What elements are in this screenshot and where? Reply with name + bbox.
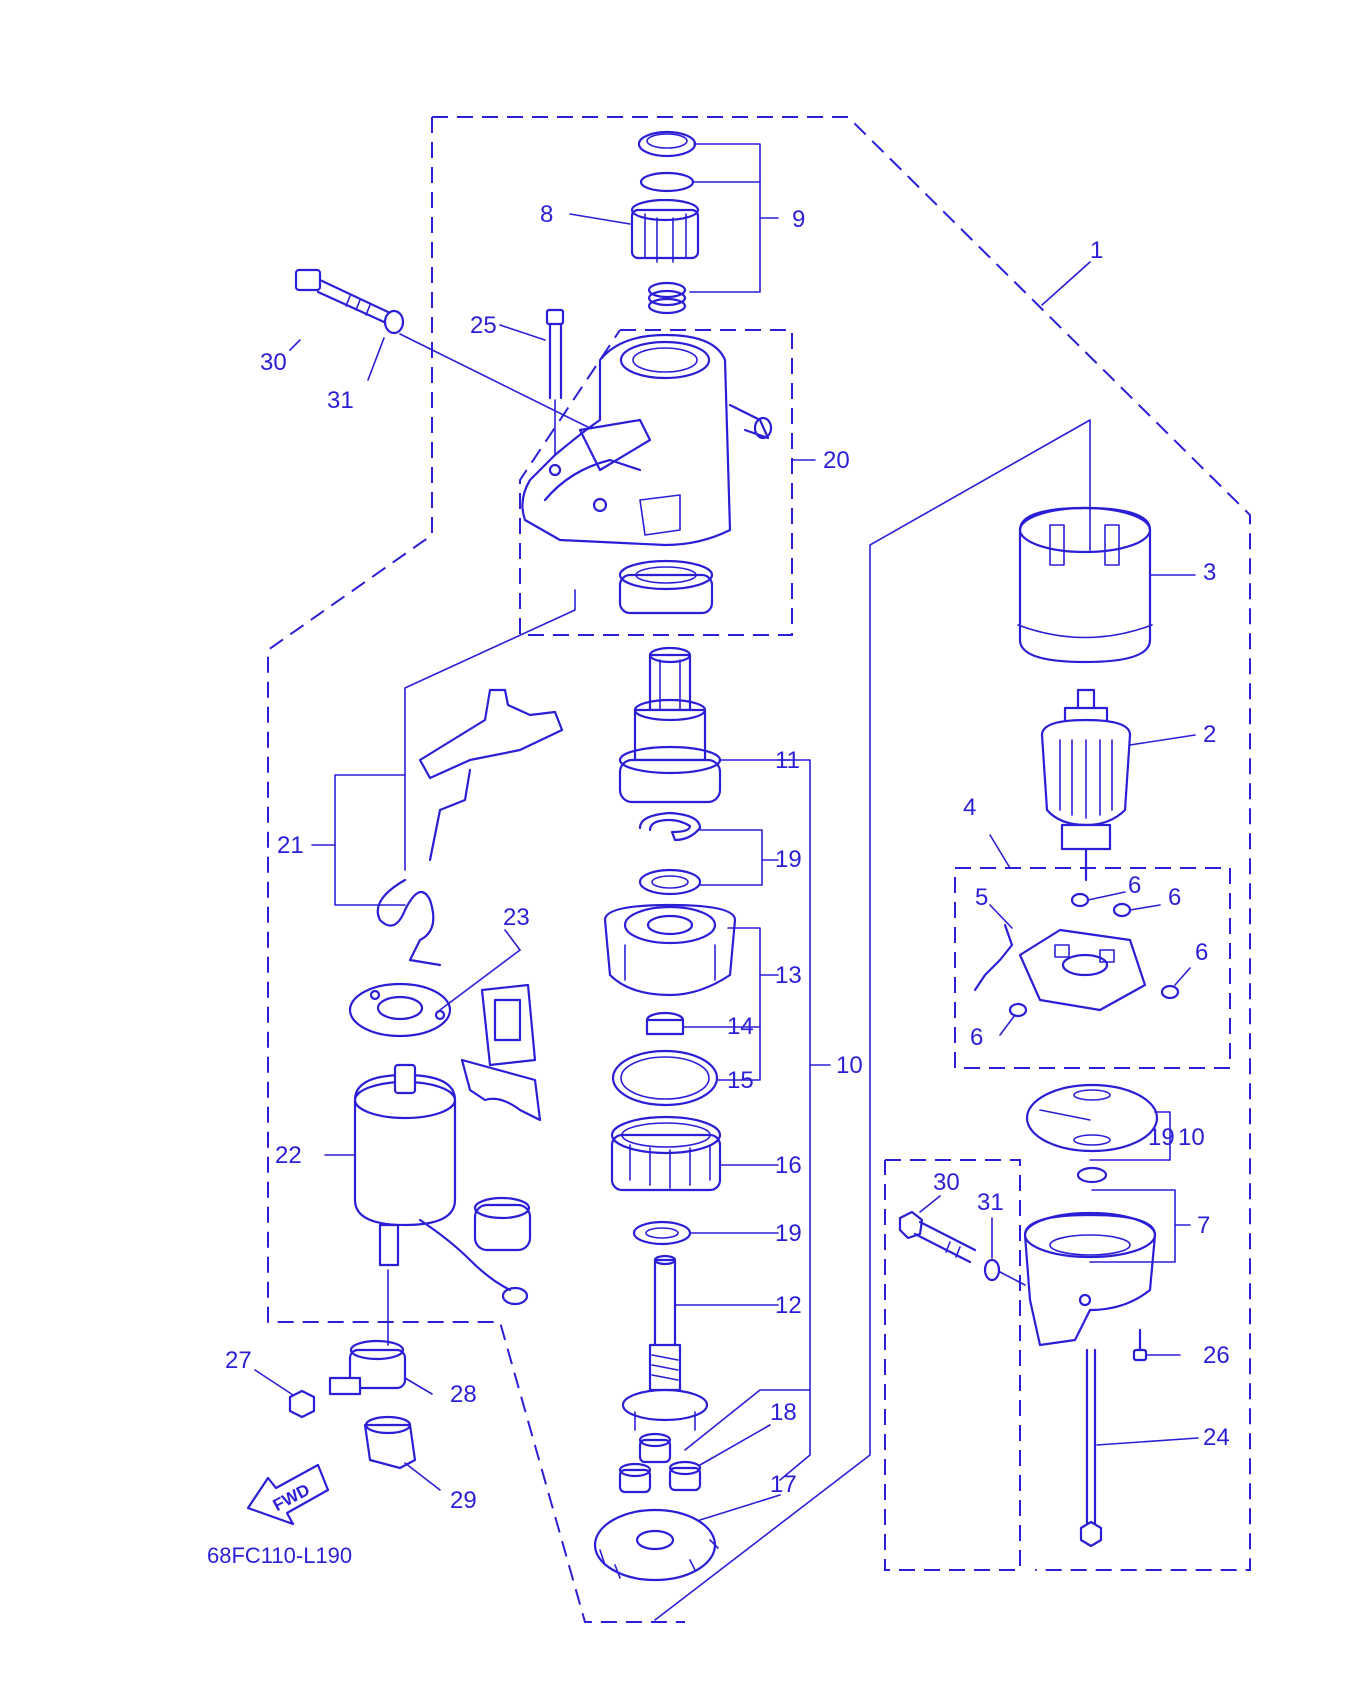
brush-lead-5 [973,923,1014,992]
callout-27: 27 [225,1347,252,1374]
seal-ring-9b [639,171,695,193]
shift-lever-21 [418,688,564,862]
callout-9: 9 [792,206,805,233]
callout-31a: 31 [327,387,354,414]
callout-31b: 31 [977,1189,1004,1216]
assembly-10-boundary-left [267,117,685,1623]
return-spring-21 [376,878,442,967]
planet-gears-18 [618,1432,702,1494]
callout-26: 26 [1203,1342,1230,1369]
internal-gear-16 [610,1115,722,1192]
callout-22: 22 [275,1142,302,1169]
callout-20: 20 [823,447,850,474]
callout-17: 17 [770,1471,797,1498]
group-10-outline [654,419,1091,1621]
brush-holder-4 [1018,928,1147,1012]
spring-9 [647,281,687,315]
subassembly-4-box [954,867,1231,1069]
callout-19b: 19 [775,1220,802,1247]
callout-13: 13 [775,962,802,989]
circlip-19a [638,811,702,842]
callout-4: 4 [963,794,976,821]
nut-27 [288,1389,316,1419]
fwd-arrow-icon: FWD [246,1463,330,1526]
callout-2: 2 [1203,721,1216,748]
callout-1: 1 [1090,237,1103,264]
callout-5: 5 [975,884,988,911]
callout-6d: 6 [970,1024,983,1051]
callout-28: 28 [450,1381,477,1408]
bracket-23 [460,983,542,1122]
callout-19-right: 19 [1148,1124,1175,1151]
callout-3: 3 [1203,559,1216,586]
bolt-30-right [898,1210,977,1264]
callout-24: 24 [1203,1424,1230,1451]
planet-shaft-12 [621,1254,709,1431]
callout-30a: 30 [260,349,287,376]
clutch-housing-13 [603,903,737,997]
rear-cover-7 [1023,1211,1157,1347]
callout-21: 21 [277,832,304,859]
callout-29: 29 [450,1487,477,1514]
callout-6a: 6 [1128,872,1141,899]
callout-23: 23 [503,904,530,931]
boot-29 [363,1415,417,1470]
subassembly-7-box [884,1159,1021,1571]
armature-2 [1040,688,1132,882]
callout-12: 12 [775,1292,802,1319]
callout-8: 8 [540,201,553,228]
callout-11: 11 [775,747,800,774]
pinion-gear-8 [630,198,700,263]
assembly-1-boundary [432,116,1251,1571]
brush-6c [1160,984,1180,1000]
solenoid-22 [353,1063,529,1306]
through-bolt-24 [1079,1348,1103,1548]
washer-7 [1076,1166,1108,1184]
end-plate-17 [593,1508,719,1582]
front-housing-20 [521,333,773,547]
shaft-11 [618,646,722,804]
callout-15: 15 [727,1067,754,1094]
screw-26 [1132,1328,1148,1362]
ring-gear-15 [611,1049,719,1107]
sleeve-22 [473,1196,532,1252]
callout-14: 14 [727,1013,754,1040]
bolt-25 [545,308,565,400]
terminal-28 [328,1339,407,1396]
diagram-code: 68FC110-L190 [207,1543,352,1568]
callout-7: 7 [1197,1212,1210,1239]
callout-16: 16 [775,1152,802,1179]
plate-23 [348,982,452,1038]
brush-6a [1070,892,1090,908]
callout-6c: 6 [1195,939,1208,966]
brush-6b [1112,902,1132,918]
bolt-30-top [294,268,390,324]
washer-31-top [383,309,405,335]
bearing-20 [618,559,714,615]
seal-ring-9a [637,130,697,158]
subassembly-20-box [519,329,793,636]
washer-19b [638,868,702,896]
callout-25: 25 [470,312,497,339]
yoke-3 [1017,506,1153,664]
callout-18: 18 [770,1399,797,1426]
callout-30b: 30 [933,1169,960,1196]
callout-10b: 10 [1178,1124,1205,1151]
washer-19c [632,1220,692,1246]
plate-19-right [1025,1083,1159,1153]
callout-19a: 19 [775,846,802,873]
callout-10: 10 [836,1052,863,1079]
callout-6b: 6 [1168,884,1181,911]
washer-31-right [983,1258,1001,1282]
brush-6d [1008,1002,1028,1018]
